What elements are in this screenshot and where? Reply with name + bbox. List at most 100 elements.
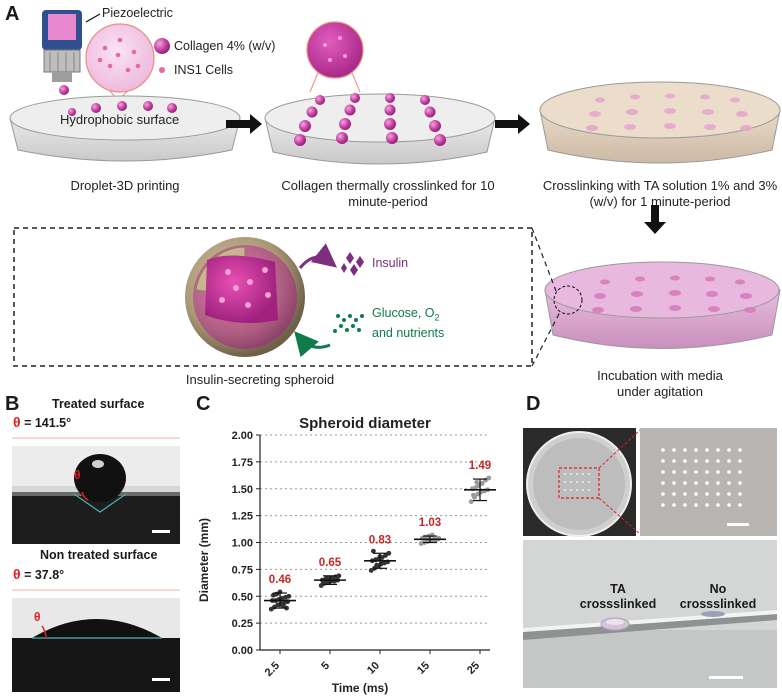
printed-dot [738, 448, 742, 452]
printed-dot [672, 492, 676, 496]
zoom-bubble-1 [85, 23, 155, 93]
printed-dot [727, 503, 731, 507]
non-treated-theta: θ [13, 566, 21, 582]
printed-dot [661, 492, 665, 496]
x-tick-label: 25 [465, 660, 482, 677]
data-point [471, 492, 476, 498]
printed-dot [716, 470, 720, 474]
printed-dot [672, 481, 676, 485]
y-tick-label: 2.00 [232, 430, 253, 442]
flow-arrow-down [644, 205, 666, 234]
zoom-bubble-2 [306, 21, 364, 79]
caption-step3-line2: (w/v) for 1 minute-period [589, 194, 731, 209]
data-point [374, 562, 380, 568]
flow-arrow-1 [226, 114, 262, 134]
data-point [474, 479, 480, 485]
data-point [386, 550, 392, 556]
y-tick-label: 1.50 [232, 484, 253, 496]
panel-letter-d: D [526, 393, 541, 415]
data-point [286, 593, 292, 599]
printed-dot [683, 481, 687, 485]
y-tick-label: 1.75 [232, 457, 253, 469]
hydrophobic-label: Hydrophobic surface [60, 112, 180, 127]
mean-label: 0.65 [319, 557, 342, 569]
no-line2: crossslinked [679, 597, 757, 611]
printed-dot [683, 448, 687, 452]
caption-step1: Droplet-3D printing [70, 178, 180, 193]
chart-ylabel: Diameter (mm) [197, 518, 211, 602]
printed-dot [705, 503, 709, 507]
caption-step4-line1: Incubation with media [597, 368, 723, 383]
treated-angle-value: = 141.5° [24, 416, 72, 430]
treated-angle: θ = 141.5° [13, 414, 71, 430]
caption-step4: Incubation with media under agitation [570, 368, 750, 400]
dish-1 [9, 95, 241, 162]
printed-dot [738, 459, 742, 463]
mean-label: 1.03 [419, 517, 441, 529]
printed-dot [716, 481, 720, 485]
treated-droplet-image [12, 437, 180, 544]
printed-dot [727, 492, 731, 496]
printed-dot [705, 448, 709, 452]
printed-dot [694, 470, 698, 474]
printed-dot [694, 503, 698, 507]
printed-dot [683, 492, 687, 496]
printed-dot [661, 481, 665, 485]
dish-3 [539, 81, 781, 164]
printed-dot [694, 492, 698, 496]
printed-dot [716, 492, 720, 496]
y-tick-label: 0.25 [232, 618, 253, 630]
scale-bar [152, 530, 170, 533]
mean-label: 1.49 [469, 460, 491, 472]
y-tick-label: 0.00 [232, 645, 253, 657]
caption-spheroid: Insulin-secreting spheroid [185, 372, 335, 387]
ta-line1: TA [610, 582, 626, 596]
flow-arrow-2 [495, 114, 530, 134]
printed-dot [683, 503, 687, 507]
mean-label: 0.83 [369, 534, 391, 546]
non-treated-angle-value: = 37.8° [24, 568, 65, 582]
scale-bar [152, 678, 170, 681]
spheroid-diameter-chart: Spheroid diameter Diameter (mm) Time (ms… [197, 415, 496, 695]
printed-dot [738, 470, 742, 474]
x-tick-label: 5 [319, 660, 332, 673]
y-tick-label: 0.50 [232, 591, 253, 603]
glucose-subscript: 2 [434, 312, 440, 323]
glucose-label: Glucose, O2 and nutrients [372, 306, 444, 341]
non-treated-angle: θ = 37.8° [13, 566, 64, 582]
printed-dot [727, 470, 731, 474]
printed-dot [727, 481, 731, 485]
nutrients-text: and nutrients [372, 325, 445, 340]
data-point [321, 579, 326, 585]
printed-dot [661, 448, 665, 452]
y-tick-label: 0.75 [232, 564, 253, 576]
caption-step4-line2: under agitation [616, 384, 703, 399]
treated-theta: θ [13, 414, 21, 430]
no-line1: No [709, 582, 727, 596]
ta-line2: crossslinked [579, 597, 657, 611]
nutrients-arrow [294, 331, 331, 358]
treated-title: Treated surface [52, 397, 145, 411]
printed-dot [705, 481, 709, 485]
mean-label: 0.46 [269, 574, 291, 586]
collagen-legend-icon [154, 38, 170, 54]
printed-dot [694, 448, 698, 452]
printed-dot [661, 459, 665, 463]
insulin-icon [341, 252, 364, 276]
printed-dot [683, 459, 687, 463]
panel-d-photos [523, 428, 777, 688]
data-point [371, 548, 376, 554]
nutrients-icon [333, 314, 364, 333]
printed-dot [694, 481, 698, 485]
non-treated-title: Non treated surface [40, 548, 158, 562]
dish-4 [544, 261, 781, 349]
y-tick-label: 1.25 [232, 511, 253, 523]
dish-2 [264, 21, 496, 165]
piezo-label: Piezoelectric [102, 6, 173, 20]
zoom-photo [640, 428, 777, 536]
printed-dot [738, 503, 742, 507]
printed-dot [716, 459, 720, 463]
x-tick-label: 10 [365, 660, 382, 677]
printed-dot [705, 492, 709, 496]
data-point [479, 480, 485, 486]
